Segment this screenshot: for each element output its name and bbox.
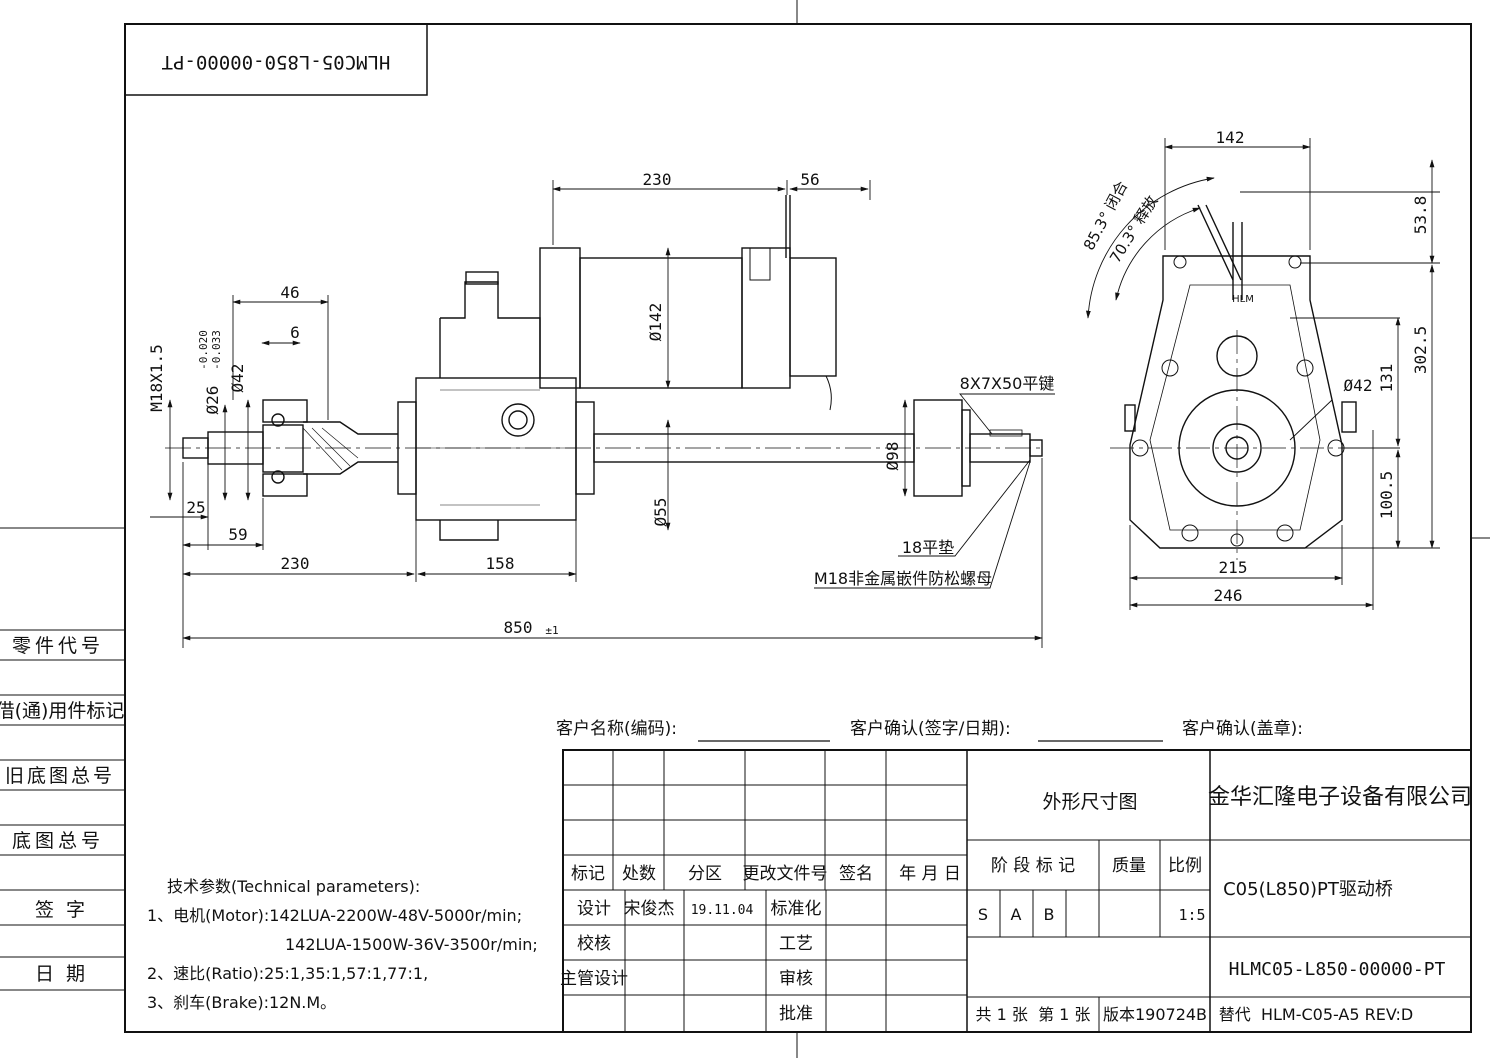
dim-246: 246 <box>1214 586 1243 605</box>
dim-850: 850 <box>504 618 533 637</box>
tb-stage-b: B <box>1044 905 1055 924</box>
rotated-code-box: HLMC05-L850-00000-PT <box>124 23 428 96</box>
strip-old-base: 旧底图总号 <box>5 765 115 787</box>
title-block-text: 标记 处数 分区 更改文件号 签名 年 月 日 设计 宋俊杰 19.11.04 … <box>560 785 1472 1024</box>
dim-phi55: Ø55 <box>651 498 670 527</box>
tb-check: 校核 <box>577 934 611 954</box>
dim-phi42-left: Ø42 <box>228 364 247 393</box>
dim-230-bottom: 230 <box>281 554 310 573</box>
side-view <box>1110 204 1370 560</box>
tech-motor-2: 142LUA-1500W-36V-3500r/min; <box>285 935 538 954</box>
dim-phi142: Ø142 <box>646 303 665 342</box>
technical-parameters: 技术参数(Technical parameters): 1、电机(Motor):… <box>147 877 538 1012</box>
tb-designer: 宋俊杰 <box>624 899 675 919</box>
tb-chief: 主管设计 <box>560 969 628 989</box>
strip-borrow-mark: 借(通)用件标记 <box>0 700 124 722</box>
label-nut: M18非金属嵌件防松螺母 <box>814 569 992 588</box>
label-washer: 18平垫 <box>902 538 954 557</box>
front-dimensions <box>150 180 1055 648</box>
tb-date: 年 月 日 <box>899 864 961 884</box>
tb-stage-s: S <box>978 905 988 924</box>
dim-m18: M18X1.5 <box>147 344 166 411</box>
tb-design-date: 19.11.04 <box>691 903 754 918</box>
dim-tol-lower: -0.033 <box>210 330 223 370</box>
strip-date: 日 期 <box>35 963 85 985</box>
tb-count: 处数 <box>622 864 656 884</box>
tb-stage-a: A <box>1011 905 1022 924</box>
title-block <box>562 749 1472 1033</box>
tb-code: HLMC05-L850-00000-PT <box>1229 959 1446 980</box>
dim-131: 131 <box>1377 364 1396 393</box>
tb-scale: 1:5 <box>1178 906 1205 924</box>
tb-zone: 分区 <box>688 864 722 884</box>
left-strip: 零件代号 借(通)用件标记 旧底图总号 底图总号 签 字 日 期 <box>0 629 125 991</box>
tech-motor-1: 1、电机(Motor):142LUA-2200W-48V-5000r/min; <box>147 906 522 925</box>
tb-review: 审核 <box>779 969 813 989</box>
front-view <box>165 195 1045 541</box>
side-dimensions <box>1085 138 1440 610</box>
front-dimension-labels: 230 56 46 6 M18X1.5 -0.020 -0.033 Ø26 Ø4… <box>147 170 1054 637</box>
tb-company: 金华汇隆电子设备有限公司 <box>1208 785 1472 810</box>
tb-sign: 签名 <box>839 864 873 884</box>
dim-850-tolerance: ±1 <box>545 624 558 637</box>
tb-ratio: 比例 <box>1168 856 1202 876</box>
customer-confirmation: 客户名称(编码): 客户确认(签字/日期): 客户确认(盖章): <box>556 719 1303 742</box>
strip-base-no: 底图总号 <box>12 830 104 852</box>
tb-process: 工艺 <box>779 934 813 954</box>
tb-mark: 标记 <box>571 864 605 884</box>
dim-tol-upper: -0.020 <box>197 330 210 370</box>
tb-stage: 阶 段 标 记 <box>991 856 1075 876</box>
tech-title: 技术参数(Technical parameters): <box>167 877 420 896</box>
customer-stamp: 客户确认(盖章): <box>1182 719 1303 739</box>
side-logo: HLM <box>1232 294 1254 305</box>
tb-sheets: 共 1 张 第 1 张 <box>976 1005 1091 1024</box>
dim-25: 25 <box>186 498 205 517</box>
dim-59: 59 <box>228 525 247 544</box>
dim-6: 6 <box>290 323 300 342</box>
dim-phi98: Ø98 <box>883 442 902 471</box>
side-dimension-labels: 142 53.8 302.5 131 100.5 Ø42 215 246 85.… <box>1080 128 1430 605</box>
dim-46: 46 <box>280 283 299 302</box>
tb-replaces: 替代 HLM-C05-A5 REV:D <box>1219 1005 1413 1024</box>
dim-158: 158 <box>486 554 515 573</box>
tb-drawing-name: 外形尺寸图 <box>1042 791 1137 813</box>
customer-sign: 客户确认(签字/日期): <box>850 719 1011 739</box>
dim-100-5: 100.5 <box>1377 471 1396 519</box>
tech-brake: 3、刹车(Brake):12N.M。 <box>147 993 336 1012</box>
tb-doc: 更改文件号 <box>743 864 828 884</box>
dim-phi26: Ø26 <box>203 386 222 415</box>
dim-side-phi42: Ø42 <box>1344 376 1373 395</box>
customer-name: 客户名称(编码): <box>556 719 677 739</box>
tb-standard: 标准化 <box>771 899 822 919</box>
dim-302-5: 302.5 <box>1411 326 1430 374</box>
tb-product: C05(L850)PT驱动桥 <box>1223 879 1393 900</box>
dim-230-top: 230 <box>643 170 672 189</box>
rotated-code: HLMC05-L850-00000-PT <box>162 51 391 73</box>
dim-53-8: 53.8 <box>1411 196 1430 235</box>
label-key: 8X7X50平键 <box>960 374 1055 393</box>
tb-mass: 质量 <box>1112 856 1146 876</box>
tech-ratio: 2、速比(Ratio):25:1,35:1,57:1,77:1, <box>147 964 428 983</box>
tb-design: 设计 <box>577 899 611 919</box>
tb-approve: 批准 <box>779 1004 813 1024</box>
strip-sign: 签 字 <box>35 899 85 921</box>
strip-part-code: 零件代号 <box>12 635 104 657</box>
tb-version: 版本190724B <box>1103 1005 1207 1024</box>
dim-side-142: 142 <box>1216 128 1245 147</box>
dim-56: 56 <box>800 170 819 189</box>
dim-215: 215 <box>1219 558 1248 577</box>
